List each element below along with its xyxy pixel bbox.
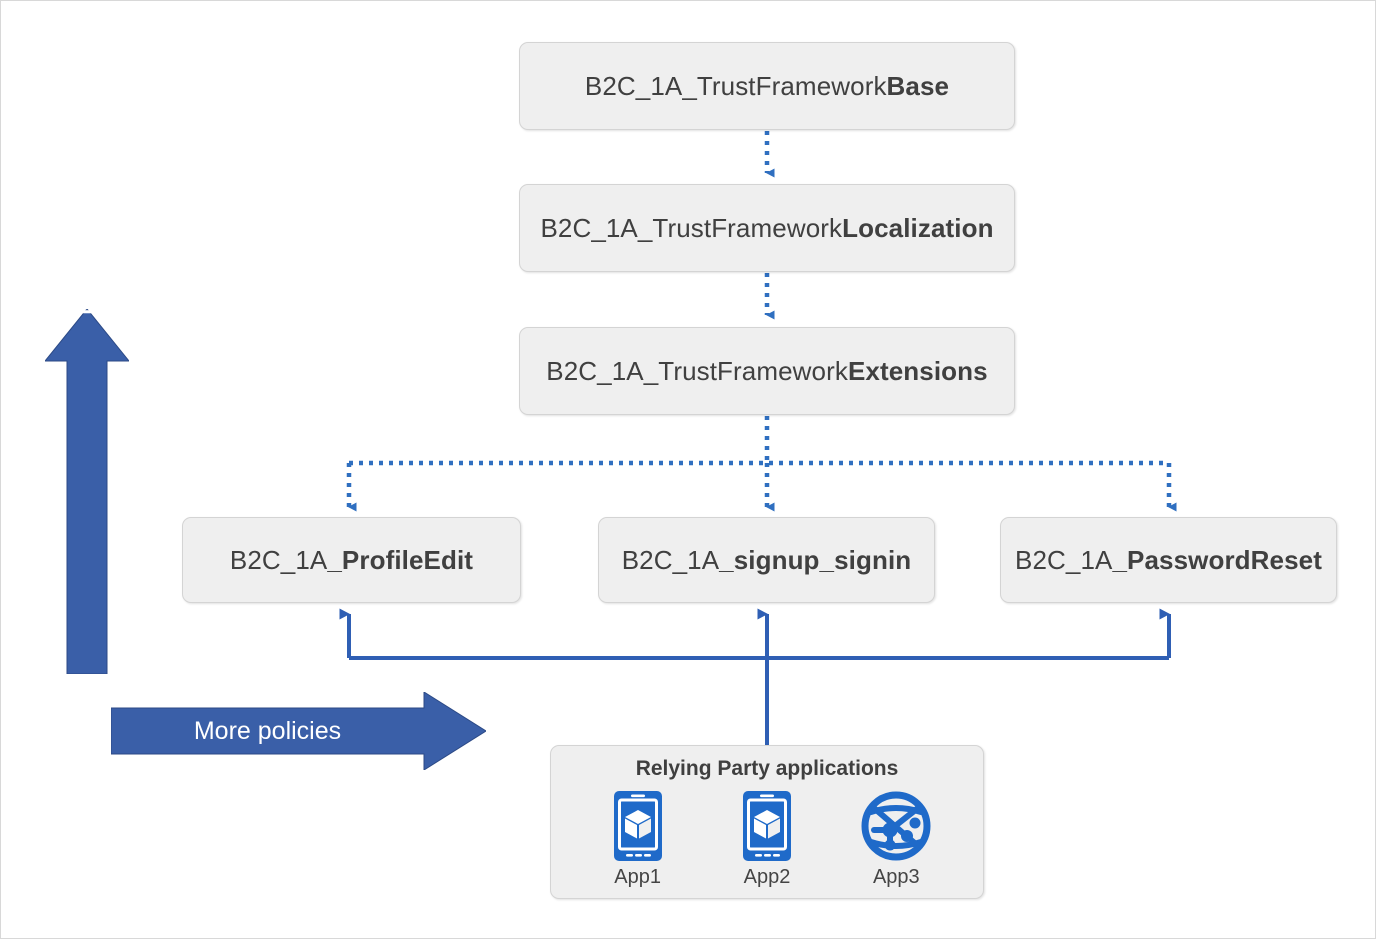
policy-box-profileedit[interactable]: B2C_1A_ProfileEdit xyxy=(182,517,521,603)
policy-prefix: B2C_1A xyxy=(621,544,720,575)
policy-box-signup-signin[interactable]: B2C_1A_signup_signin xyxy=(598,517,935,603)
relying-party-app-label: App1 xyxy=(614,866,662,888)
policy-prefix: B2C_1A_TrustFramework xyxy=(540,212,843,243)
policy-prefix: B2C_1A_TrustFramework xyxy=(546,355,848,386)
policy-suffix: _PasswordReset xyxy=(1112,544,1322,575)
policy-prefix: B2C_1A xyxy=(229,544,328,575)
relying-party-app-1[interactable]: App1 xyxy=(591,790,685,889)
relying-party-title: Relying Party applications xyxy=(635,757,899,780)
policy-suffix: Base xyxy=(886,70,950,101)
relying-party-app-2[interactable]: App2 xyxy=(720,790,814,889)
relying-party-app-list: App1 App2 xyxy=(573,790,961,889)
more-policies-arrow xyxy=(111,692,486,770)
edge-extensions-to-branch-bus xyxy=(346,416,1177,512)
relying-party-app-label: App3 xyxy=(872,866,920,888)
policy-prefix: B2C_1A_TrustFramework xyxy=(584,70,887,101)
relying-party-app-label: App2 xyxy=(743,866,791,888)
mobile-app-icon xyxy=(613,791,662,861)
more-inheritance-levels-arrow xyxy=(45,309,129,674)
policy-box-passwordreset[interactable]: B2C_1A_PasswordReset xyxy=(1000,517,1337,603)
policy-suffix: Localization xyxy=(842,212,994,243)
relying-party-app-3[interactable]: App3 xyxy=(849,790,943,889)
policy-suffix: _ProfileEdit xyxy=(327,544,474,575)
more-policies-label: More policies xyxy=(193,716,342,745)
policy-suffix: Extensions xyxy=(847,355,988,386)
mobile-app-icon xyxy=(742,791,791,861)
policy-suffix: _signup_signin xyxy=(719,544,912,575)
web-app-globe-icon xyxy=(861,791,931,861)
more-inheritance-levels-label: More inheritance levels xyxy=(73,60,100,315)
policy-prefix: B2C_1A xyxy=(1015,544,1113,575)
relying-party-applications-panel: Relying Party applications App1 xyxy=(550,745,984,899)
